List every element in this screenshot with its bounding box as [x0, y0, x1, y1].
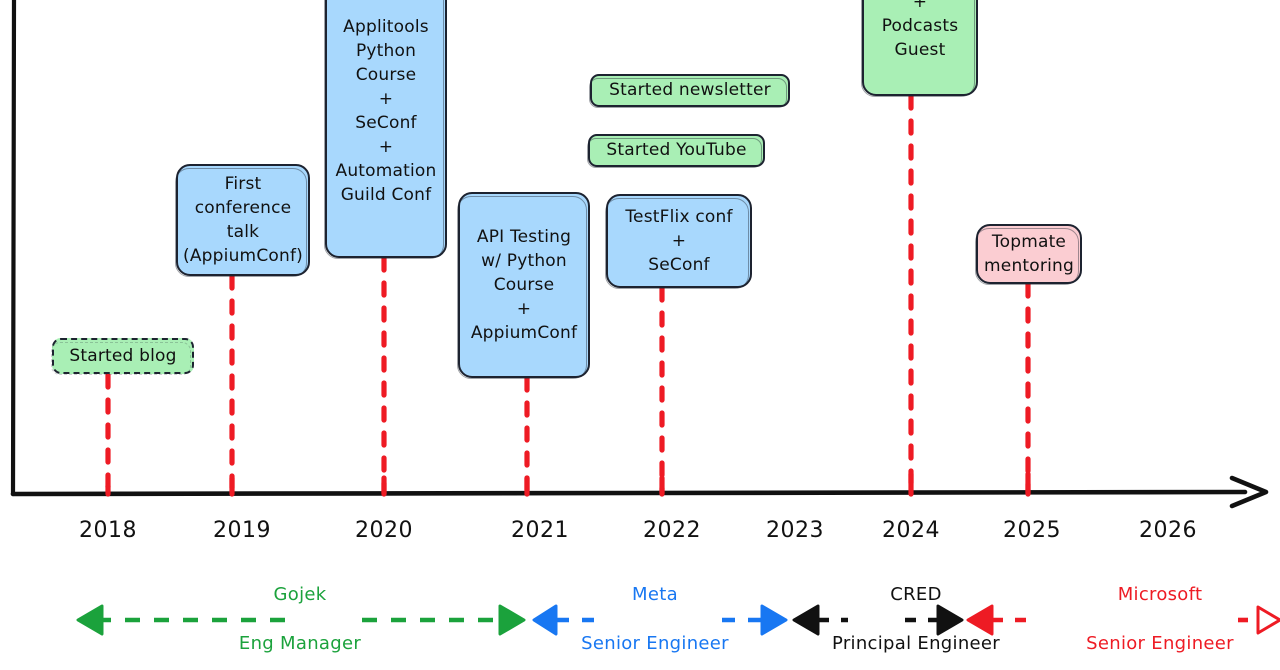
event-card-started-blog-label: Started blog: [69, 345, 177, 366]
job-role-microsoft: Senior Engineer: [1086, 633, 1234, 654]
event-card-started-youtube[interactable]: Started YouTube: [587, 134, 765, 168]
job-role-cred: Principal Engineer: [832, 633, 1000, 654]
axis-year-2026: 2026: [1139, 518, 1197, 543]
job-company-gojek: Gojek: [273, 584, 327, 605]
event-card-api-testing-python-course[interactable]: API Testing w/ Python Course + AppiumCon…: [457, 192, 590, 379]
event-card-podcasts-guest-label: + Podcasts Guest: [881, 0, 959, 61]
job-arrow-microsoft: [966, 604, 1280, 636]
event-card-topmate-mentoring-label: Topmate mentoring: [984, 231, 1074, 276]
axis-year-2023: 2023: [766, 518, 824, 543]
job-arrow-meta: [532, 604, 788, 636]
axis-year-2019: 2019: [213, 518, 271, 543]
event-card-testflix-seconf-label: TestFlix conf + SeConf: [625, 206, 733, 276]
job-arrow-cred: [792, 604, 964, 636]
event-card-first-conference-talk-label: First conference talk (AppiumConf): [183, 173, 303, 267]
event-card-testflix-seconf[interactable]: TestFlix conf + SeConf: [605, 194, 752, 289]
event-connectors: [105, 93, 1031, 496]
event-card-started-newsletter[interactable]: Started newsletter: [589, 74, 790, 108]
event-card-started-newsletter-label: Started newsletter: [609, 80, 771, 101]
axis-year-2025: 2025: [1003, 518, 1061, 543]
axis-ticks: [105, 471, 1031, 497]
axis-year-2020: 2020: [355, 518, 413, 543]
event-card-api-testing-python-course-label: API Testing w/ Python Course + AppiumCon…: [470, 226, 578, 344]
axis-year-2021: 2021: [511, 518, 569, 543]
timeline-axis: [10, 0, 1269, 509]
event-card-podcasts-guest[interactable]: + Podcasts Guest: [861, 0, 978, 97]
axis-year-2022: 2022: [643, 518, 701, 543]
event-card-first-conference-talk[interactable]: First conference talk (AppiumConf): [175, 164, 310, 277]
job-role-gojek: Eng Manager: [238, 633, 362, 654]
event-card-started-blog[interactable]: Started blog: [51, 338, 194, 375]
job-company-cred: CRED: [890, 584, 942, 605]
axis-year-2024: 2024: [882, 518, 940, 543]
job-role-meta: Senior Engineer: [581, 633, 729, 654]
event-card-started-youtube-label: Started YouTube: [606, 140, 747, 161]
event-card-applitools-python-course[interactable]: Applitools Python Course + SeConf + Auto…: [324, 0, 447, 259]
event-card-topmate-mentoring[interactable]: Topmate mentoring: [975, 224, 1082, 285]
job-company-microsoft: Microsoft: [1117, 584, 1203, 605]
job-arrow-gojek: [76, 604, 526, 636]
job-company-meta: Meta: [632, 584, 678, 605]
axis-year-2018: 2018: [79, 518, 137, 543]
event-card-applitools-python-course-label: Applitools Python Course + SeConf + Auto…: [335, 16, 437, 206]
